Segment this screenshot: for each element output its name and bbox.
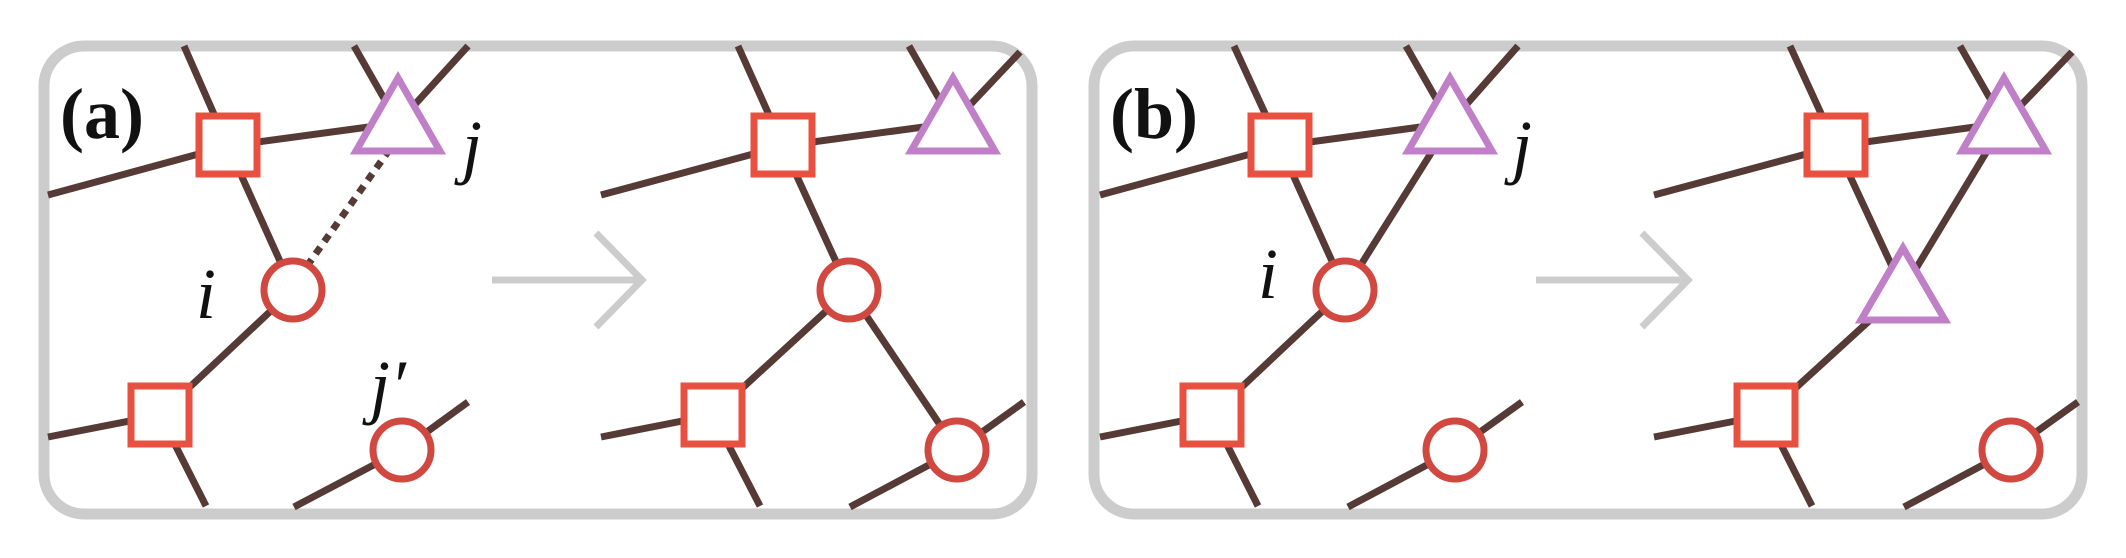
node-label-i: i [1258, 234, 1278, 314]
circle-node-icon [369, 417, 435, 483]
panel-a-label: (a) [60, 74, 144, 154]
circle-node-icon [1312, 257, 1378, 323]
circle-node-icon [1422, 417, 1488, 483]
circle-node-icon [924, 417, 990, 483]
circle-node-icon [816, 257, 882, 323]
right-arrow-icon [1536, 230, 1693, 330]
square-node-icon [1247, 112, 1313, 178]
square-node-icon [1179, 382, 1245, 448]
square-node-icon [195, 112, 261, 178]
square-node-icon [1733, 382, 1799, 448]
triangle-node-icon [1955, 70, 2053, 155]
panel-a: (a) j i j′ [38, 40, 1038, 520]
triangle-node-icon [1401, 70, 1499, 155]
proposed-bond-dotted [304, 143, 395, 269]
node-label-i: i [196, 254, 216, 334]
panel-b: (b) j i [1088, 40, 2088, 520]
right-arrow-icon [492, 230, 647, 330]
square-node-icon [750, 112, 816, 178]
circle-node-icon [1978, 417, 2044, 483]
square-node-icon [127, 382, 193, 448]
circle-node-icon [260, 257, 326, 323]
square-node-icon [1803, 112, 1869, 178]
triangle-node-icon [1854, 241, 1952, 324]
node-label-j-prime: j′ [362, 346, 407, 426]
triangle-node-icon [349, 70, 447, 155]
square-node-icon [680, 382, 746, 448]
panel-b-label: (b) [1110, 74, 1198, 154]
triangle-node-icon [904, 70, 1002, 155]
